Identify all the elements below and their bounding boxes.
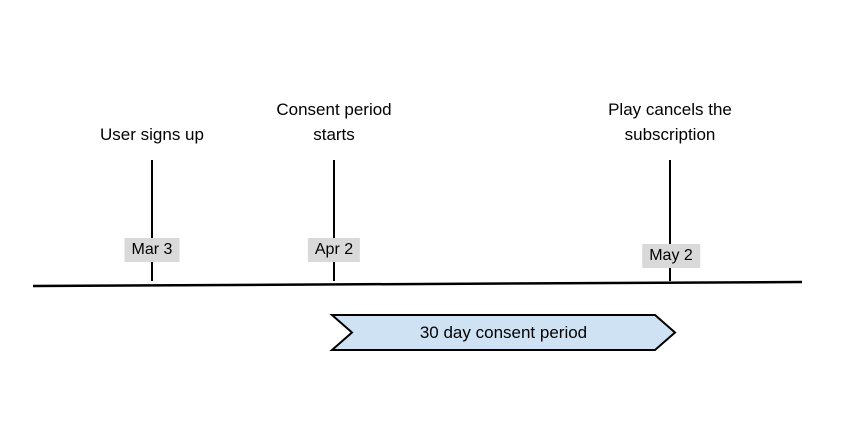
event-label-user-signs-up: User signs up (100, 125, 204, 144)
consent-period-arrow-label: 30 day consent period (419, 322, 588, 342)
event-label-play-cancels: Play cancels the subscription (608, 100, 732, 144)
consent-period-arrow-shape (329, 314, 677, 351)
date-chip-may-2: May 2 (642, 244, 700, 268)
date-chip-apr-2: Apr 2 (307, 238, 361, 262)
date-chip-mar-3: Mar 3 (124, 238, 180, 262)
event-label-consent-period-starts: Consent period starts (276, 100, 392, 144)
timeline-baseline (32, 280, 803, 288)
